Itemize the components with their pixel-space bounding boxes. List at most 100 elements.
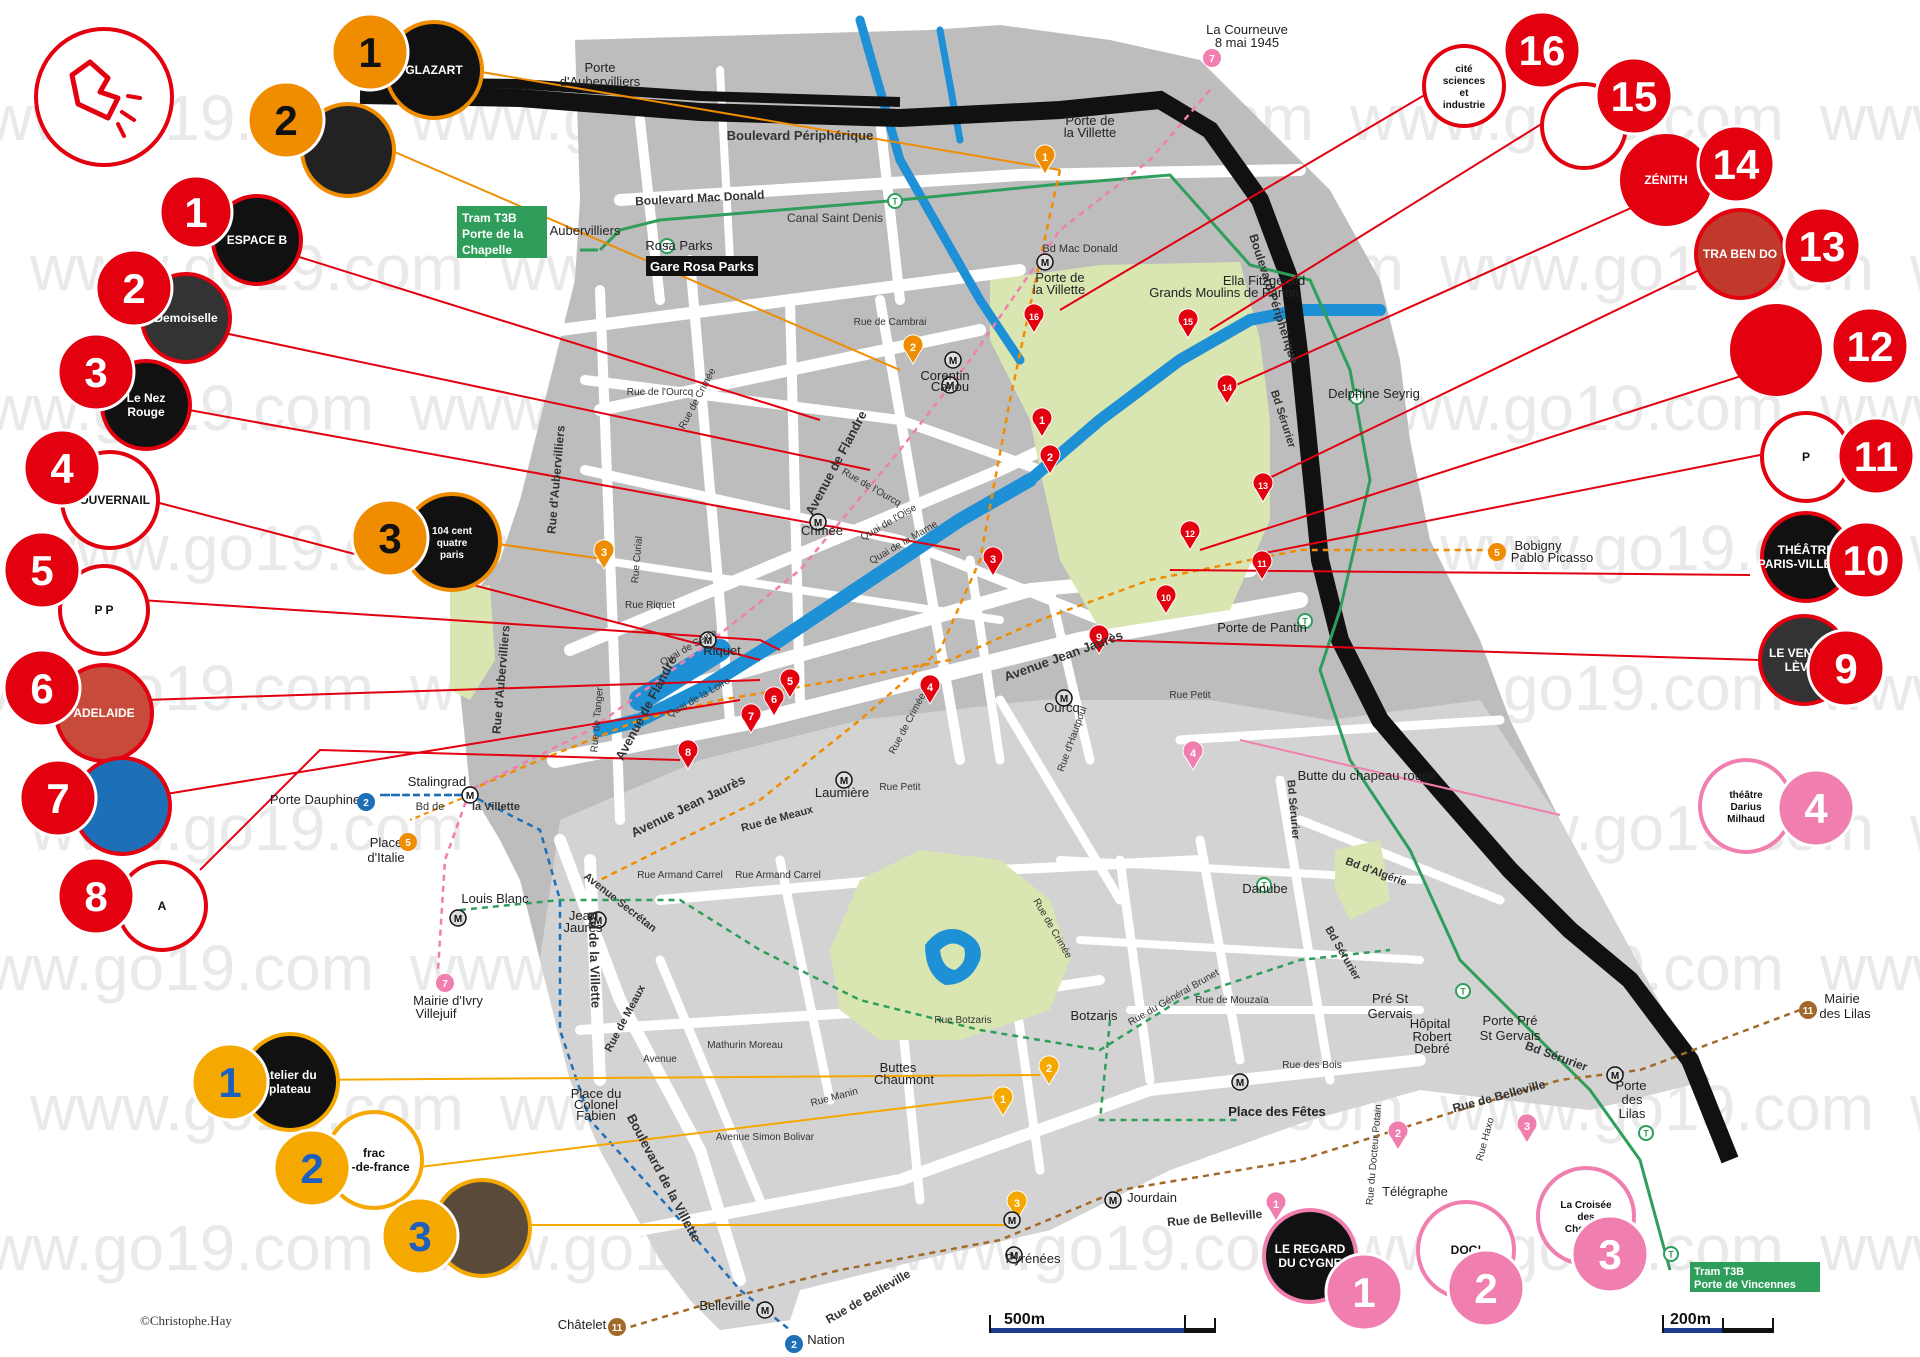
map-pin-number: 11 bbox=[1257, 559, 1267, 569]
venue-number-circle bbox=[1446, 1248, 1526, 1328]
venue-number: 2 bbox=[300, 1145, 323, 1192]
map-pin[interactable] bbox=[1023, 303, 1045, 334]
venue-number-circle bbox=[1836, 416, 1916, 496]
venue-logo-text: théâtre bbox=[1729, 790, 1763, 801]
map-pin[interactable] bbox=[982, 546, 1004, 577]
venue-number-circle bbox=[18, 758, 98, 838]
map-pin-number: 4 bbox=[927, 682, 934, 694]
metro-m-icon: M bbox=[1060, 694, 1068, 705]
place-label: Télégraphe bbox=[1382, 1184, 1448, 1199]
place-label: Danube bbox=[1242, 881, 1288, 896]
place-label: Gervais bbox=[1368, 1006, 1413, 1021]
venue-badge-b-pk-3[interactable]: La CroiséedesChemins3 bbox=[1536, 1166, 1650, 1294]
place-label: Cariou bbox=[931, 379, 969, 394]
venue-number: 2 bbox=[1474, 1265, 1497, 1312]
map-pin[interactable] bbox=[902, 334, 924, 365]
small-park-1 bbox=[450, 585, 495, 700]
venue-badge-b-red-8[interactable]: A8 bbox=[56, 856, 208, 952]
metro-station-marker bbox=[941, 376, 959, 394]
place-label: Colonel bbox=[574, 1097, 618, 1112]
map-pin[interactable] bbox=[1006, 1190, 1028, 1221]
venue-badge-b-pk-2[interactable]: DOC!2 bbox=[1416, 1200, 1526, 1328]
place-label: Robert bbox=[1412, 1029, 1451, 1044]
terminal-label: des Lilas bbox=[1819, 1006, 1871, 1021]
venue-logo-text: cité bbox=[1455, 64, 1473, 75]
venue-number-circle bbox=[1776, 768, 1856, 848]
map-pin[interactable] bbox=[1039, 444, 1061, 475]
map-pin[interactable] bbox=[992, 1086, 1014, 1117]
venue-badge-b-or-2[interactable]: 2 bbox=[246, 80, 396, 198]
venue-badge-b-red-5[interactable]: P P5 bbox=[2, 530, 150, 656]
venue-number: 3 bbox=[408, 1213, 431, 1260]
venue-number-circle bbox=[2, 648, 82, 728]
terminal-label: Châtelet bbox=[558, 1317, 607, 1332]
map-pin[interactable] bbox=[1177, 308, 1199, 339]
venue-badge-b-red-7[interactable]: 7 bbox=[18, 756, 172, 856]
map-pin[interactable] bbox=[1516, 1113, 1538, 1144]
venue-badge-b-red-15[interactable]: 15 bbox=[1540, 56, 1674, 170]
metro-m-icon: M bbox=[594, 916, 602, 927]
road-label: Bd de bbox=[416, 801, 445, 813]
venue-logo-text: ESPACE B bbox=[227, 233, 288, 247]
map-pin[interactable] bbox=[740, 703, 762, 734]
map-pin[interactable] bbox=[1088, 624, 1110, 655]
map-pin-number: 15 bbox=[1183, 317, 1193, 327]
map-pin[interactable] bbox=[779, 668, 801, 699]
venue-number-circle bbox=[1782, 206, 1862, 286]
metro-line-badge bbox=[1203, 49, 1221, 67]
venue-number: 2 bbox=[274, 97, 297, 144]
map-pin[interactable] bbox=[1155, 584, 1177, 615]
tram-label-vincennes: Tram T3B Porte de Vincennes bbox=[1690, 1262, 1820, 1292]
tram-vincennes-line2: Porte de Vincennes bbox=[1694, 1279, 1796, 1291]
tram-stop-marker bbox=[659, 238, 675, 254]
metro-m-icon: M bbox=[840, 776, 848, 787]
map-pin[interactable] bbox=[1252, 472, 1274, 503]
map-pin[interactable] bbox=[1034, 144, 1056, 175]
place-label: la Villette bbox=[1064, 125, 1117, 140]
road-label: Rue Petit bbox=[879, 782, 920, 793]
map-pin[interactable] bbox=[1265, 1191, 1287, 1222]
tram-stop-marker bbox=[1663, 1246, 1679, 1262]
watermark-text: www.go19.com bbox=[1909, 512, 1920, 584]
venue-badge-b-red-1[interactable]: ESPACE B1 bbox=[158, 174, 303, 286]
place-label: Porte Pré bbox=[1483, 1013, 1538, 1028]
venue-badge-b-red-12[interactable]: 12 bbox=[1730, 304, 1910, 396]
place-label: St Gervais bbox=[1480, 1028, 1541, 1043]
place-label: Laumière bbox=[815, 785, 869, 800]
map-pin[interactable] bbox=[1387, 1120, 1409, 1151]
place-label: Riquet bbox=[703, 643, 741, 658]
map-pin[interactable] bbox=[919, 674, 941, 705]
venue-number-circle bbox=[380, 1196, 460, 1276]
map-pin[interactable] bbox=[677, 739, 699, 770]
venue-badge-b-yl-3[interactable]: 3 bbox=[380, 1178, 532, 1278]
map-pin[interactable] bbox=[1216, 374, 1238, 405]
map-pin[interactable] bbox=[1179, 520, 1201, 551]
map-pin[interactable] bbox=[1251, 550, 1273, 581]
map-pin-number: 10 bbox=[1161, 593, 1171, 603]
map-pin[interactable] bbox=[1031, 407, 1053, 438]
tram-t-icon: T bbox=[1354, 393, 1360, 403]
place-label: Jaurès bbox=[563, 920, 603, 935]
place-label: Porte de bbox=[1065, 113, 1114, 128]
map-pin[interactable] bbox=[1182, 740, 1204, 771]
map-pin[interactable] bbox=[593, 539, 615, 570]
tram-stop-marker bbox=[1256, 877, 1272, 893]
map-pin[interactable] bbox=[1038, 1055, 1060, 1086]
map-pin[interactable] bbox=[763, 686, 785, 717]
